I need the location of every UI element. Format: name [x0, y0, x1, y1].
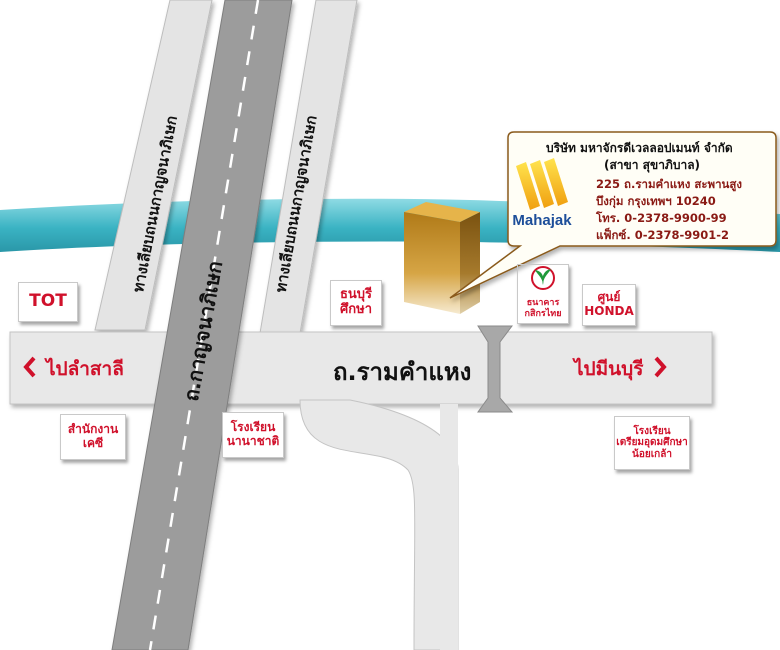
arrow-right-icon [654, 356, 667, 378]
landmark-noklao-line1: โรงเรียน [633, 425, 671, 437]
landmark-kbank-line2: กสิกรไทย [524, 308, 562, 319]
company-name: บริษัท มหาจักรดีเวลลอปเมนท์ จำกัด [546, 141, 733, 155]
landmark-honda-line1: ศูนย์ [597, 290, 621, 305]
direction-right: ไปมีนบุรี [574, 354, 643, 384]
frontage-road-left [94, 0, 213, 331]
direction-left: ไปลำสาลี [46, 354, 124, 384]
landmark-tot: TOT [18, 282, 78, 322]
company-phone: โทร. 0-2378-9900-99 [596, 211, 727, 225]
company-address1: 225 ถ.รามคำแหง สะพานสูง [596, 177, 743, 191]
landmark-noklao-school: โรงเรียน เตรียมอุดมศึกษา น้อยเกล้า [614, 416, 690, 470]
landmark-district-line2: เคซี [82, 436, 104, 450]
landmark-thonburi-line1: ธนบุรี [339, 287, 373, 303]
landmark-nanachat-line2: นานาชาติ [226, 434, 280, 448]
ramkhamhaeng-road [9, 331, 713, 405]
building-side [460, 212, 480, 314]
landmark-nanachat-line1: โรงเรียน [230, 420, 276, 435]
landmark-noklao-line2: เตรียมอุดมศึกษา [616, 437, 688, 449]
building-front [404, 212, 460, 314]
landmark-tot-label: TOT [29, 291, 67, 312]
mahajak-logo-text: Mahajak [512, 212, 572, 229]
direction-right-label: ไปมีนบุรี [574, 358, 644, 380]
arrow-left-icon [23, 356, 36, 378]
direction-left-label: ไปลำสาลี [46, 358, 124, 380]
landmark-honda: ศูนย์ HONDA [582, 284, 636, 326]
company-fax: แฟ็กซ์. 0-2378-9901-2 [596, 228, 730, 242]
company-address2: บึงกุ่ม กรุงเทพฯ 10240 [596, 194, 716, 208]
landmark-thonburi-line2: ศึกษา [340, 302, 372, 317]
ramkhamhaeng-road-label: ถ.รามคำแหง [333, 358, 472, 386]
bridge [477, 325, 514, 413]
landmark-nanachat-school: โรงเรียน นานาชาติ [222, 412, 284, 458]
landmark-kbank: ธนาคาร กสิกรไทย [517, 264, 569, 324]
landmark-honda-line2: HONDA [584, 304, 634, 318]
side-road-south [299, 399, 459, 650]
expressway-lane-line [148, 0, 260, 650]
landmark-district-line1: สำนักงาน [67, 422, 119, 437]
landmark-thonburi-suksa: ธนบุรี ศึกษา [330, 280, 382, 326]
company-branch: (สาขา สุขาภิบาล) [604, 158, 701, 172]
company-callout [449, 131, 777, 299]
landmark-noklao-line3: น้อยเกล้า [632, 448, 672, 460]
mahajak-logo-icon [516, 158, 568, 210]
side-road-north [440, 404, 458, 650]
landmark-district-office: สำนักงาน เคซี [60, 414, 126, 460]
building-top [404, 202, 480, 222]
kbank-icon [531, 266, 555, 290]
landmark-kbank-line1: ธนาคาร [526, 298, 560, 309]
expressway [111, 0, 293, 650]
